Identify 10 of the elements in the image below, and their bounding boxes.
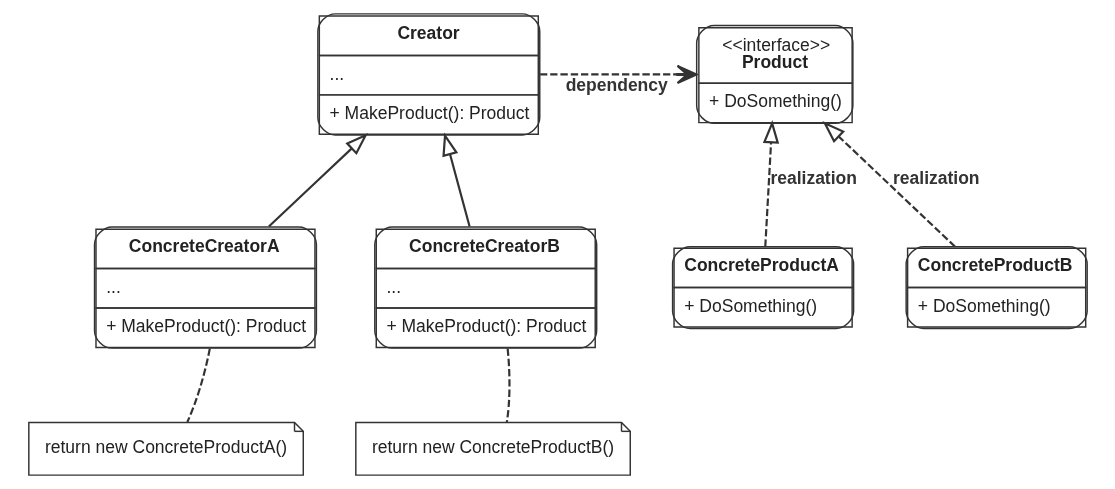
connector	[505, 348, 511, 423]
arrow	[539, 64, 698, 85]
connector	[185, 348, 211, 423]
arrow	[762, 120, 779, 247]
edge-label: realization	[892, 168, 980, 189]
arrow	[441, 132, 471, 227]
edge-label: dependency	[565, 75, 668, 96]
arrow	[821, 121, 956, 248]
arrow	[267, 133, 368, 228]
edge-label: realization	[769, 168, 857, 189]
